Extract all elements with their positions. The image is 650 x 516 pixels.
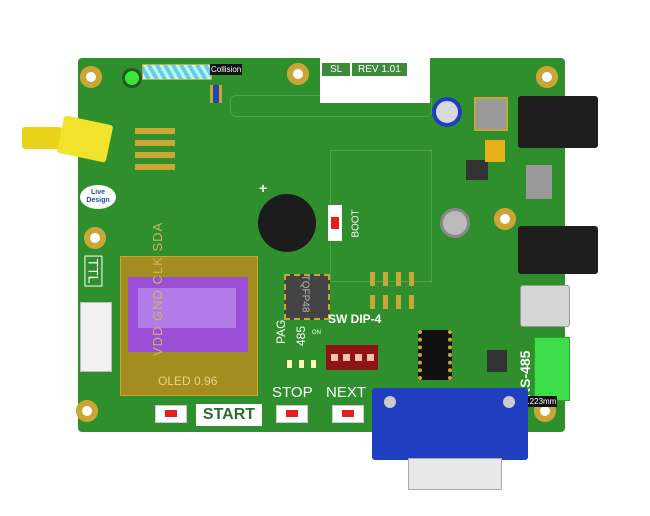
resistor [210,85,222,103]
pad [396,272,401,286]
pad [396,295,401,309]
buzzer-plus: + [259,180,268,196]
mounting-hole [80,66,102,88]
dip-switch[interactable] [326,345,378,370]
next-label: NEXT [326,384,367,401]
electrolytic-capacitor [432,97,462,127]
led [287,360,292,368]
buzzer [258,194,316,252]
chip [466,160,488,180]
revision-label: REV 1.01 [352,63,407,76]
mounting-hole [536,66,558,88]
start-label: START [196,404,262,426]
pad [383,295,388,309]
inductor [526,165,552,199]
collision-tag: Collision [210,64,243,75]
measure-tag: 0.223mm [522,396,558,407]
power-led [122,68,142,88]
mounting-hole [84,227,106,249]
mini-usb-port[interactable] [520,285,570,327]
regulator-chip [487,350,507,372]
dip-switch-label: SW DIP-4 [328,312,382,326]
rs485-small-label: 485 [294,325,308,346]
led [311,360,316,368]
vga-connector-shell [408,458,502,490]
mounting-hole [76,400,98,422]
tantalum-capacitor [485,140,505,162]
vga-connector [372,388,528,460]
boot-button[interactable] [328,205,342,241]
ttl-header-connector [80,302,112,372]
dip-toggle-2[interactable] [343,354,350,361]
start-button[interactable] [155,405,187,423]
dip-toggle-4[interactable] [367,354,374,361]
ttl-label: TTL [84,255,103,287]
oled-pin-labels: VDD GND CLK SDA [150,221,165,356]
dip-on-label: ON [312,330,321,336]
dip-toggle-1[interactable] [331,354,338,361]
rs485-transceiver-chip [418,330,452,380]
rs485-terminal-connector [534,337,570,401]
live-design-logo: Live Design [80,185,116,209]
vga-screw [384,396,396,408]
pad [135,140,175,146]
pad [409,272,414,286]
mounting-hole [494,208,516,230]
pad [370,295,375,309]
dc-power-jack [518,226,598,274]
stop-button[interactable] [276,405,308,423]
inductor [474,97,508,131]
dc-power-jack [518,96,598,148]
pad [383,272,388,286]
sl-label: SL [322,63,351,76]
pag-label: PAG [274,319,288,344]
oled-active-area [138,288,236,328]
vga-screw [503,396,515,408]
stop-label: STOP [272,384,313,401]
next-button[interactable] [332,405,364,423]
boot-label: BOOT [350,209,362,238]
pad [409,295,414,309]
oled-label: OLED 0.96 [158,374,218,388]
dip-toggle-3[interactable] [355,354,362,361]
pad [135,164,175,170]
capacitor [440,208,470,238]
mcu-label: TQFP48 [299,274,311,313]
led [299,360,304,368]
trace [330,150,432,282]
pad [135,128,175,134]
mcu-chip [284,274,330,320]
pad [370,272,375,286]
sma-connector [22,127,62,149]
crystal [142,64,212,80]
pad [135,152,175,158]
mounting-hole [287,63,309,85]
